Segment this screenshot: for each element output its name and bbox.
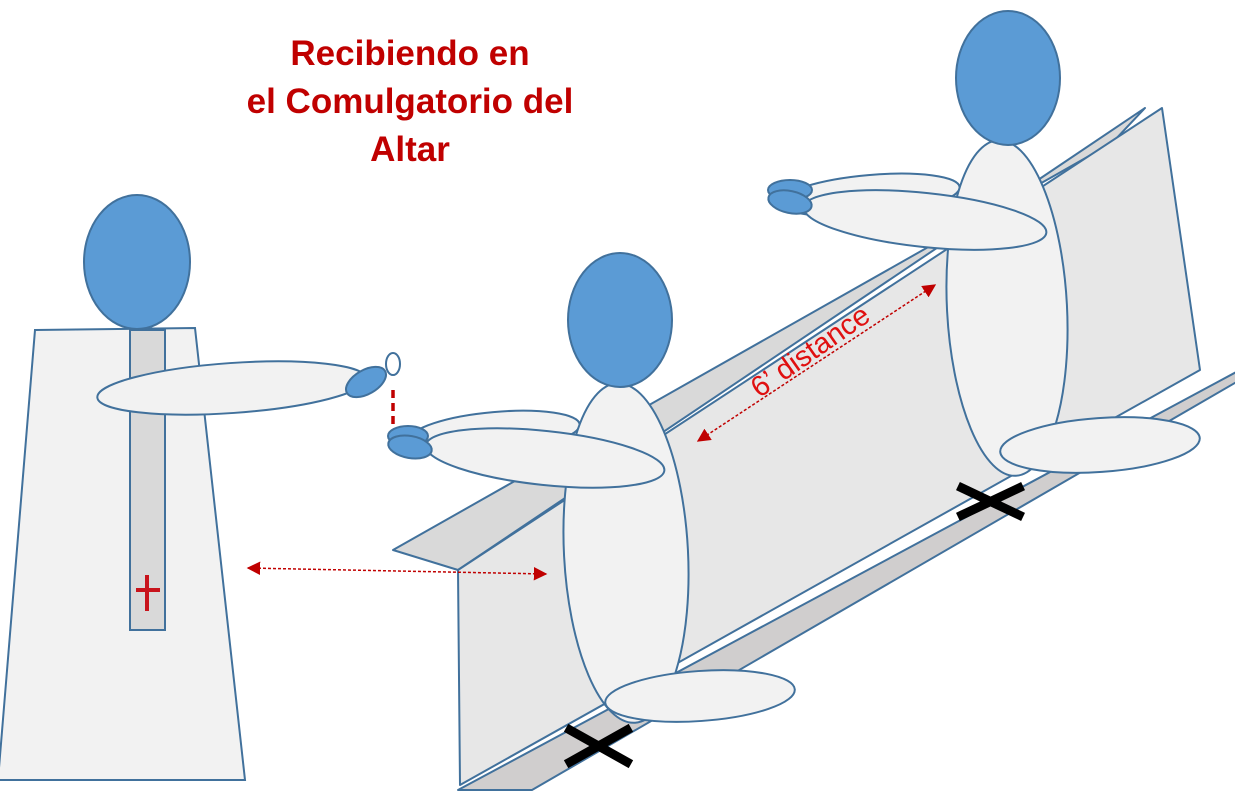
floor-marker-1 — [563, 723, 634, 769]
host-icon — [385, 352, 401, 376]
communicant-2-hand-front — [767, 189, 813, 215]
communicant-2 — [767, 10, 1201, 477]
communicant-1 — [387, 252, 796, 724]
title-line-3: Altar — [370, 130, 450, 169]
priest-figure — [0, 194, 401, 781]
communicant-2-head — [955, 10, 1061, 146]
diagram-title: Recibiendo en el Comulgatorio del Altar — [200, 30, 620, 174]
priest-head — [83, 194, 191, 330]
communicant-1-hand-front — [387, 434, 433, 460]
six-foot-distance-arrow — [696, 284, 937, 442]
priest-hand — [345, 365, 387, 399]
communicant-1-head — [567, 252, 673, 388]
communicant-1-leg — [604, 669, 796, 723]
floor-marker-2 — [956, 482, 1025, 521]
communicant-2-leg — [999, 416, 1201, 474]
title-line-2: el Comulgatorio del — [246, 82, 574, 121]
title-line-1: Recibiendo en — [290, 34, 530, 73]
red-cross-icon — [136, 575, 160, 611]
